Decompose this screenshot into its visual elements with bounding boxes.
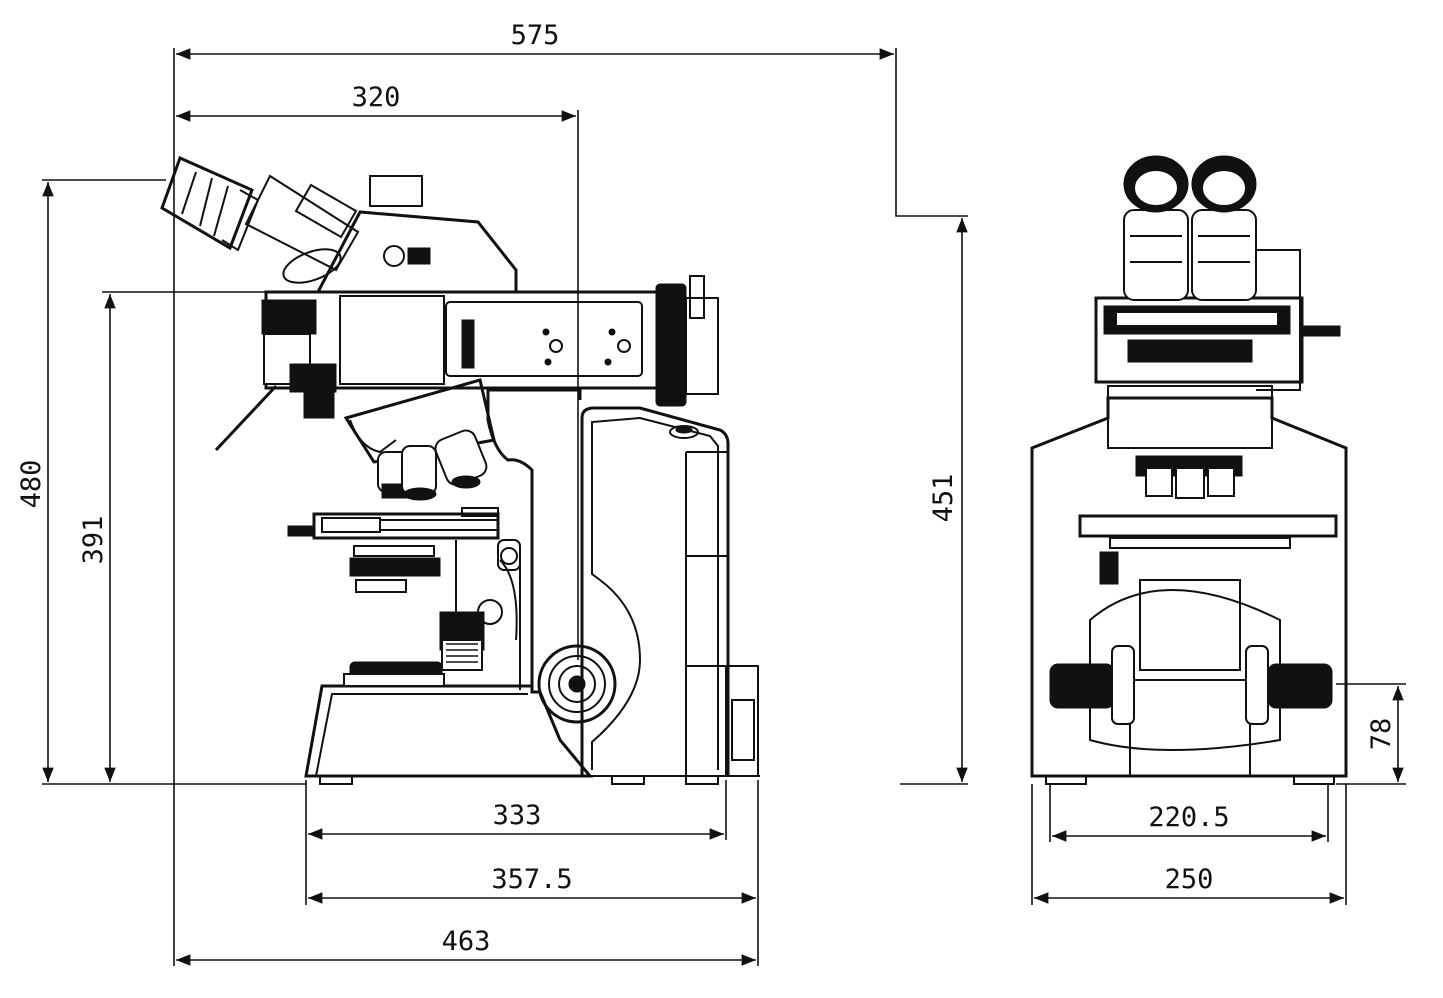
side-rear-housing: [580, 406, 730, 776]
dim-220-5-label: 220.5: [1148, 802, 1229, 833]
front-objectives: [1135, 455, 1243, 499]
dim-480-label: 480: [16, 460, 47, 509]
front-focus-knobs: [1049, 579, 1333, 777]
front-body: [1030, 385, 1348, 785]
dimension-labels: 575 320 480 391 451 333 357.5 463 220.5 …: [16, 20, 1397, 957]
dim-333-label: 333: [493, 800, 542, 831]
side-condenser: [349, 540, 518, 671]
front-stage: [1078, 514, 1338, 585]
side-view: [160, 155, 760, 785]
front-illuminator: [1094, 249, 1341, 391]
dim-78-label: 78: [1366, 718, 1397, 751]
dim-391-label: 391: [78, 516, 109, 565]
dim-463-label: 463: [442, 926, 491, 957]
front-eyepieces: [1123, 155, 1257, 301]
dimension-lines: [42, 48, 1406, 966]
side-illuminator: [214, 275, 719, 452]
dim-575-label: 575: [511, 20, 560, 51]
side-objectives: [343, 378, 496, 501]
side-base: [304, 661, 760, 785]
front-view: [1030, 155, 1348, 785]
dim-320-label: 320: [352, 82, 401, 113]
focus-knob: [537, 644, 617, 724]
dim-357-5-label: 357.5: [491, 864, 572, 895]
dim-451-label: 451: [928, 474, 959, 523]
side-head: [160, 155, 518, 294]
dim-250-label: 250: [1165, 864, 1214, 895]
